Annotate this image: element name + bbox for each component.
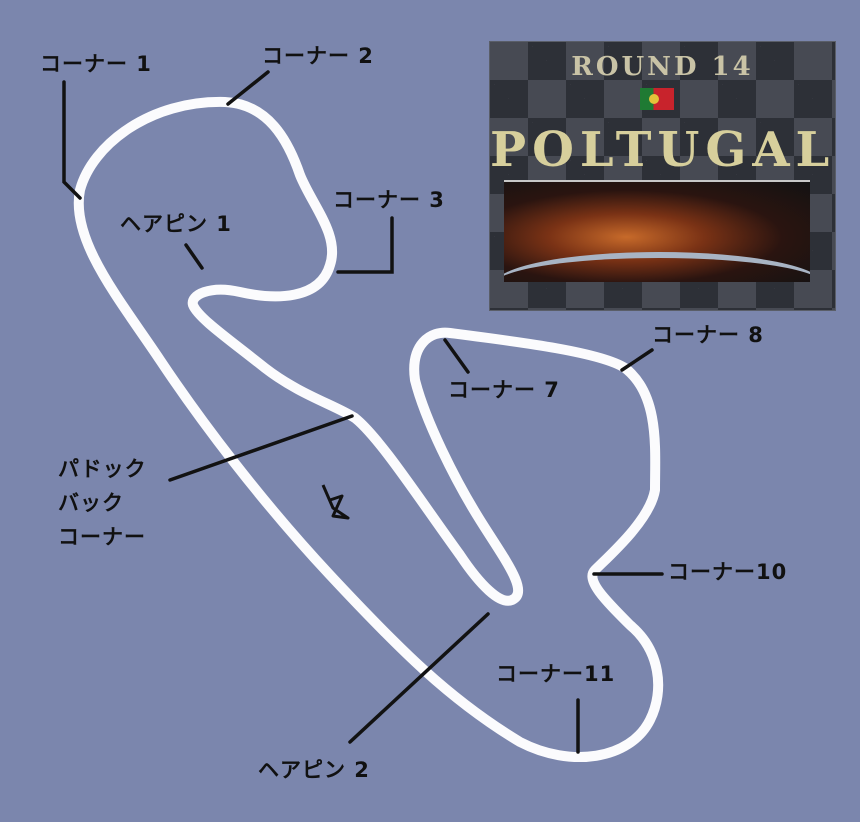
label-corner-8: コーナー 8 (652, 325, 764, 346)
label-corner-11: コーナー11 (496, 664, 615, 685)
leader-corner7 (445, 340, 468, 372)
label-paddock-line1: パドック (58, 452, 147, 486)
helmet-visor (504, 252, 810, 282)
leader-corner3 (338, 218, 392, 272)
label-paddock-back-corner: パドック バック コーナー (58, 452, 147, 554)
direction-arrow-icon (323, 485, 348, 518)
label-corner-1: コーナー 1 (40, 54, 152, 75)
driver-helmet-image (504, 180, 810, 282)
portugal-flag-icon (640, 88, 674, 110)
label-paddock-line3: コーナー (58, 520, 147, 554)
round-number: ROUND 14 (490, 52, 835, 82)
label-hairpin-1: ヘアピン 1 (120, 214, 232, 235)
leader-corner1 (64, 82, 80, 198)
leader-hairpin1 (186, 245, 202, 268)
leader-corner2 (228, 72, 268, 104)
leader-paddock (170, 416, 352, 480)
round-title-card: ROUND 14 POLTUGAL (490, 42, 835, 310)
label-corner-7: コーナー 7 (448, 380, 560, 401)
leader-corner8 (622, 350, 652, 370)
label-corner-10: コーナー10 (668, 562, 787, 583)
leader-hairpin2 (350, 614, 488, 742)
label-hairpin-2: ヘアピン 2 (258, 760, 370, 781)
label-corner-2: コーナー 2 (262, 46, 374, 67)
label-corner-3: コーナー 3 (333, 190, 445, 211)
label-paddock-line2: バック (58, 486, 147, 520)
country-name: POLTUGAL (490, 122, 835, 178)
